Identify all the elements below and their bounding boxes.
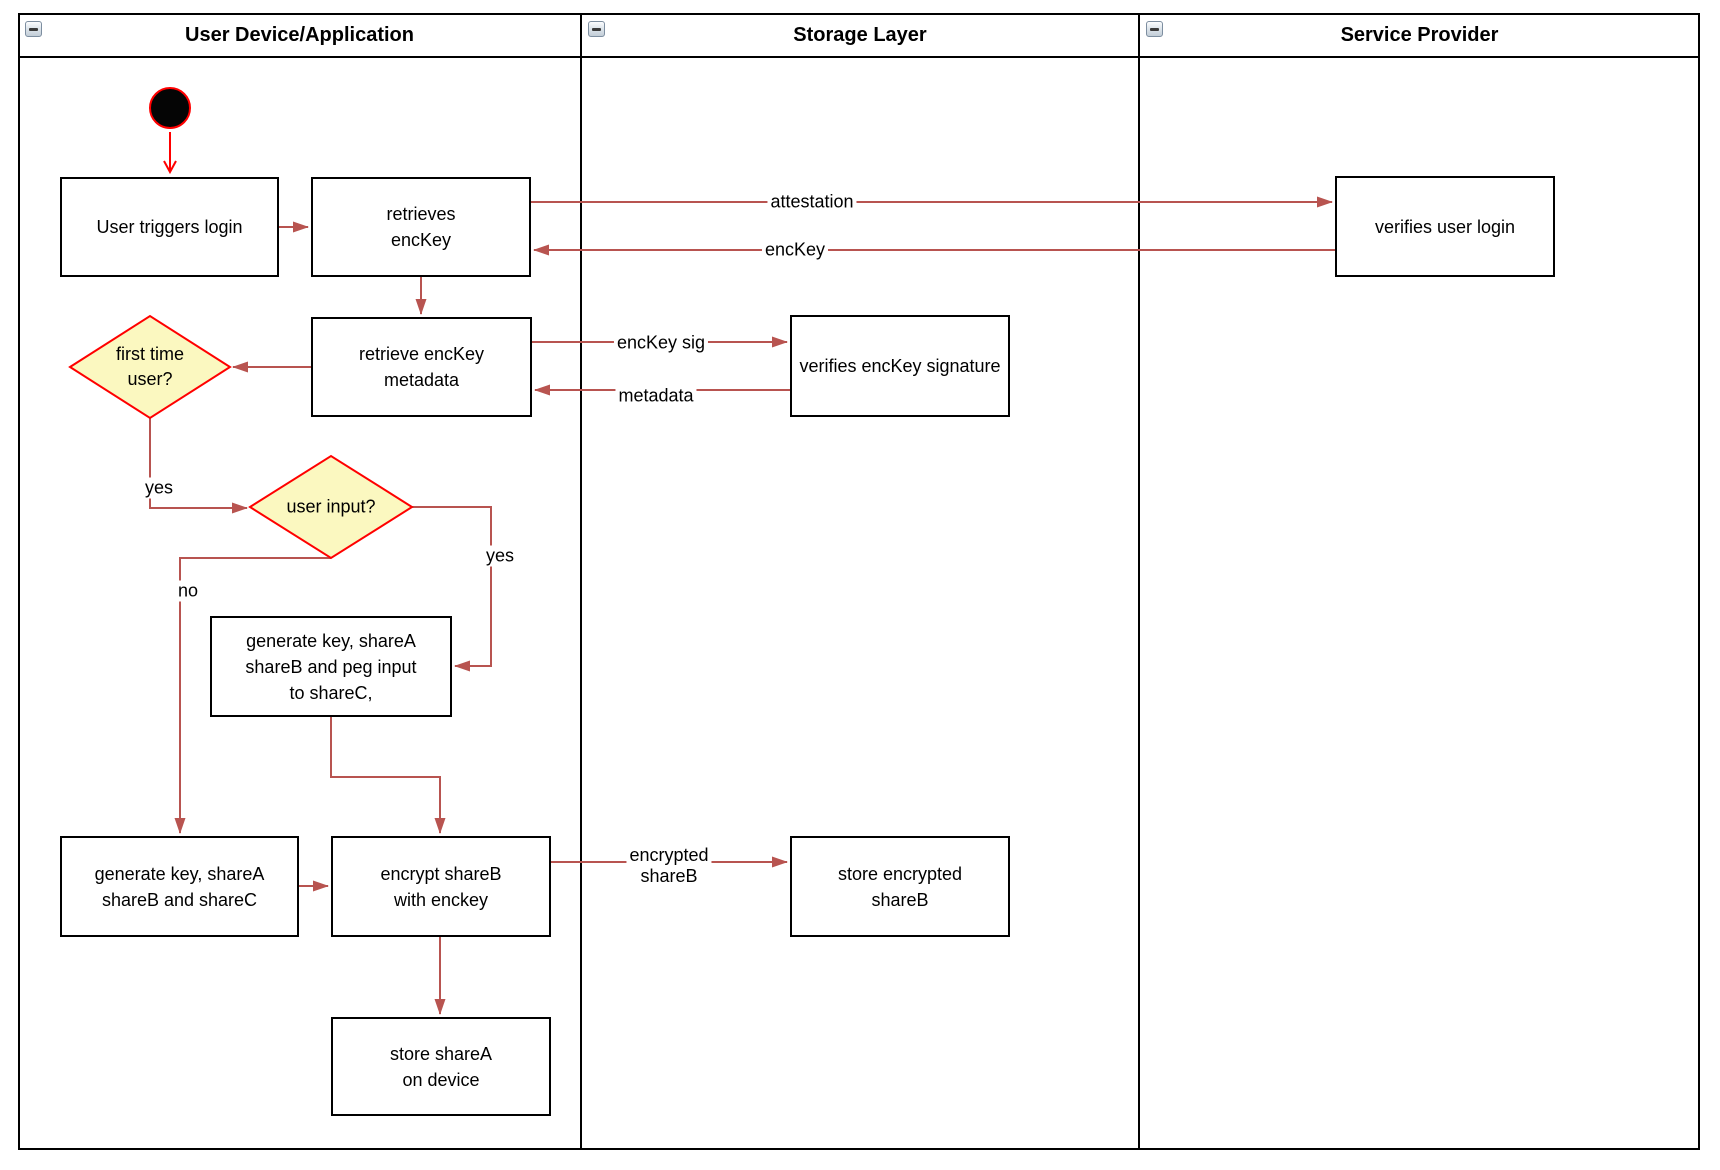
decision-label-user-input: user input? [286,496,376,517]
node-verifies-enckey-signature[interactable]: verifies encKey signature [790,315,1010,417]
edges-group [149,132,1335,1015]
collapse-minus-icon[interactable] [1146,21,1163,37]
decision-label-first-time-user: first time user? [115,344,185,389]
collapse-minus-icon[interactable] [25,21,42,37]
lane-header-service-provider: Service Provider [1340,24,1499,46]
decision-shapes-group [68,314,414,560]
edge-label-encrypted-shareb: encrypted shareB [626,845,712,887]
edge-label-yes-user-input: yes [482,545,518,567]
node-retrieves-enckey[interactable]: retrieves encKey [311,177,531,277]
node-generate-key-peg-input[interactable]: generate key, shareA shareB and peg inpu… [210,616,452,717]
lane-divider [1138,13,1140,1150]
edge-label-enckey: encKey [761,239,829,261]
lane-divider [580,13,582,1150]
pool-frame [18,13,1700,1150]
decision-first-time-user[interactable] [68,314,232,420]
collapse-minus-icon[interactable] [588,21,605,37]
node-store-encrypted-shareb[interactable]: store encrypted shareB [790,836,1010,937]
start-node[interactable] [149,87,191,129]
edge-user-input-no-to-generate [174,557,331,834]
edge-generate-peg-to-encrypt [330,717,446,834]
node-user-triggers-login[interactable]: User triggers login [60,177,279,277]
header-divider [18,56,1700,58]
edge-user-input-yes-to-generate-peg [412,506,492,672]
edge-label-attestation: attestation [767,191,857,213]
edge-label-no-user-input: no [174,580,202,602]
node-verifies-user-login[interactable]: verifies user login [1335,176,1555,277]
edge-label-yes-first-time: yes [141,477,177,499]
edge-label-metadata: metadata [615,385,697,407]
lane-header-user-device: User Device/Application [185,24,414,46]
edge-first-time-yes-to-user-input [149,418,248,514]
node-retrieve-enckey-metadata[interactable]: retrieve encKey metadata [311,317,532,417]
node-generate-key-sharec[interactable]: generate key, shareA shareB and shareC [60,836,299,937]
decision-user-input[interactable] [248,454,414,560]
edge-label-enckey-sig: encKey sig [613,332,709,354]
node-store-sharea[interactable]: store shareA on device [331,1017,551,1116]
node-encrypt-shareb[interactable]: encrypt shareB with enckey [331,836,551,937]
lane-header-storage-layer: Storage Layer [793,24,927,46]
